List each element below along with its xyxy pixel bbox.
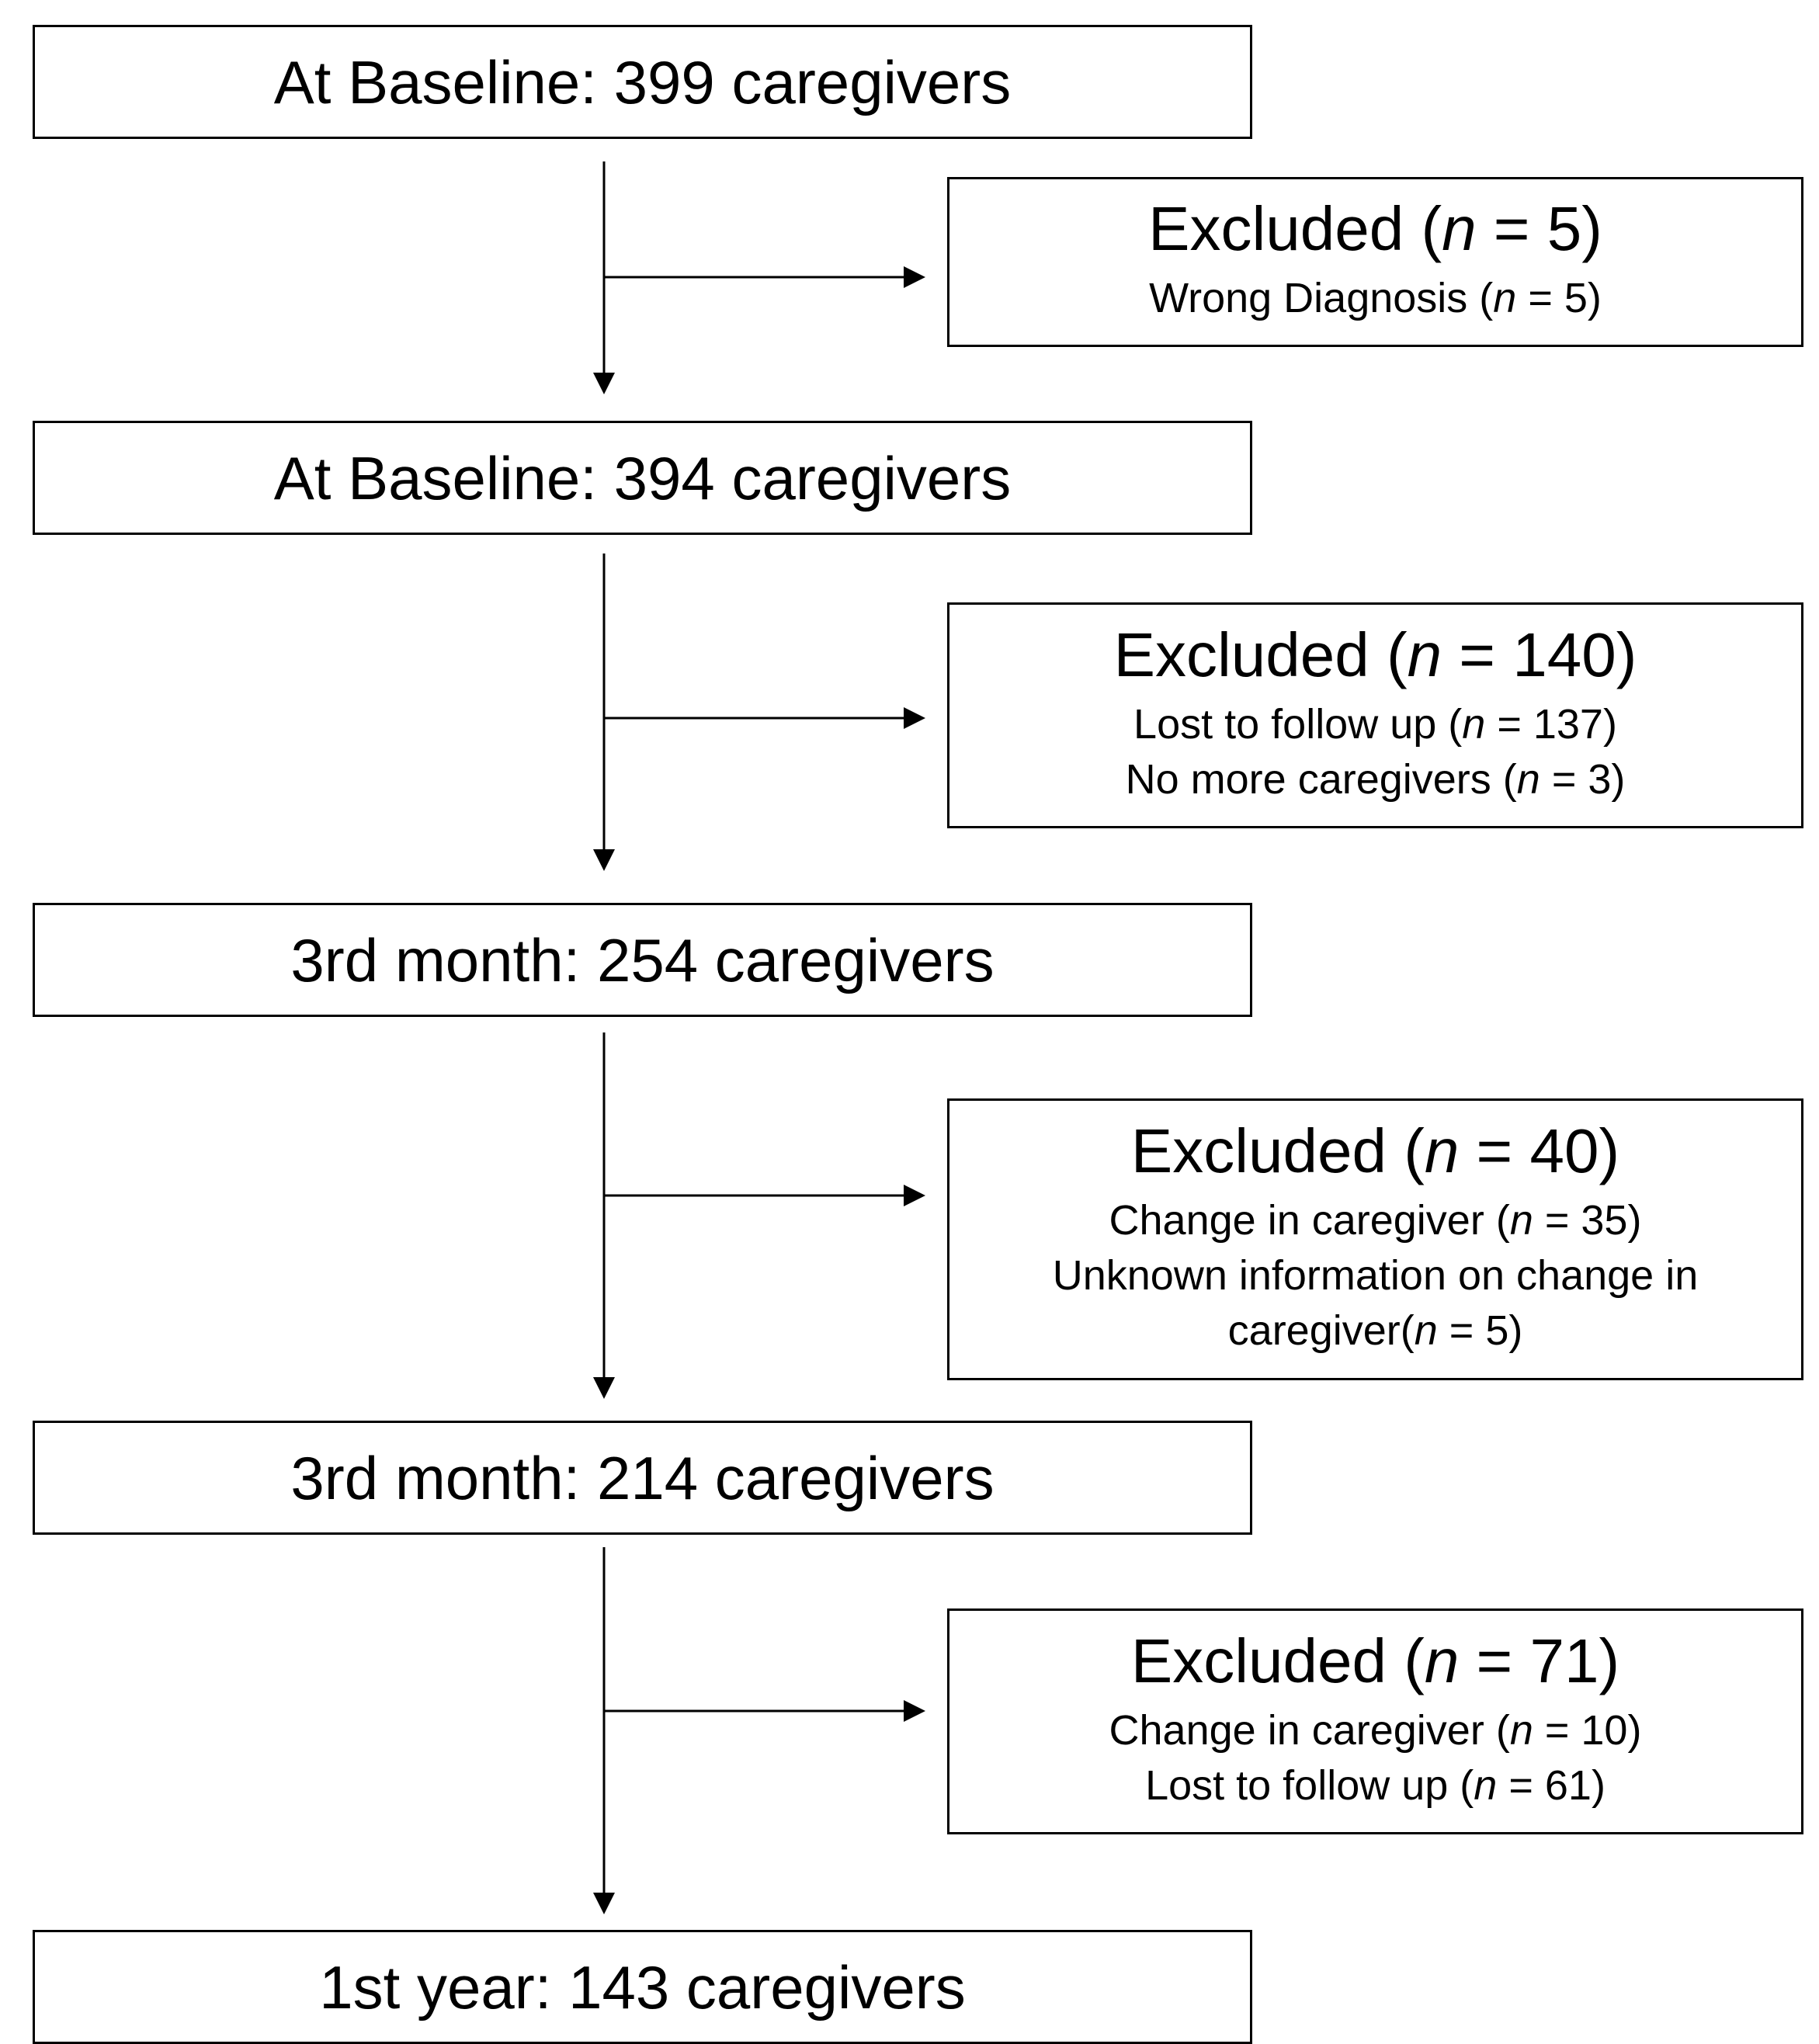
exclusion-reason: Wrong Diagnosis (n = 5)	[1149, 275, 1602, 321]
down-arrowhead-3	[593, 1377, 615, 1399]
stage-box-3rd-month-214: 3rd month: 214 caregivers	[33, 1421, 1252, 1535]
stage-label: 1st year: 143 caregivers	[319, 1952, 966, 2021]
exclusion-title: Excluded (n = 5)	[1148, 194, 1602, 263]
down-arrowhead-1	[593, 373, 615, 394]
exclusion-reason: Change in caregiver (n = 10)	[1109, 1706, 1642, 1754]
exclusion-title: Excluded (n = 71)	[1130, 1626, 1620, 1695]
stage-box-baseline-399: At Baseline: 399 caregivers	[33, 25, 1252, 139]
exclusion-reason: Unknown information on change in	[1052, 1252, 1699, 1299]
exclusion-title: Excluded (n = 140)	[1113, 619, 1637, 689]
stage-label: At Baseline: 394 caregivers	[273, 443, 1012, 512]
exclusion-reason: caregiver(n = 5)	[1227, 1307, 1523, 1354]
exclusion-box-1: Excluded (n = 5) Wrong Diagnosis (n = 5)	[947, 177, 1803, 347]
stage-box-3rd-month-254: 3rd month: 254 caregivers	[33, 903, 1252, 1017]
exclusion-reason: No more caregivers (n = 3)	[1125, 755, 1626, 803]
right-arrowhead-3	[904, 1185, 925, 1206]
exclusion-box-2: Excluded (n = 140) Lost to follow up (n …	[947, 602, 1803, 828]
exclusion-reason: Lost to follow up (n = 61)	[1145, 1761, 1606, 1809]
exclusion-title: Excluded (n = 40)	[1130, 1116, 1620, 1185]
right-arrowhead-2	[904, 707, 925, 729]
down-arrowhead-4	[593, 1893, 615, 1914]
stage-label: At Baseline: 399 caregivers	[273, 47, 1012, 116]
stage-box-1st-year-143: 1st year: 143 caregivers	[33, 1930, 1252, 2044]
stage-box-baseline-394: At Baseline: 394 caregivers	[33, 421, 1252, 535]
exclusion-reason: Change in caregiver (n = 35)	[1109, 1197, 1642, 1244]
stage-label: 3rd month: 214 caregivers	[290, 1443, 995, 1512]
right-arrowhead-4	[904, 1700, 925, 1722]
exclusion-reason: Lost to follow up (n = 137)	[1133, 700, 1617, 748]
exclusion-box-4: Excluded (n = 71) Change in caregiver (n…	[947, 1608, 1803, 1834]
right-arrowhead-1	[904, 266, 925, 288]
down-arrowhead-2	[593, 849, 615, 871]
exclusion-box-3: Excluded (n = 40) Change in caregiver (n…	[947, 1098, 1803, 1380]
stage-label: 3rd month: 254 caregivers	[290, 925, 995, 994]
